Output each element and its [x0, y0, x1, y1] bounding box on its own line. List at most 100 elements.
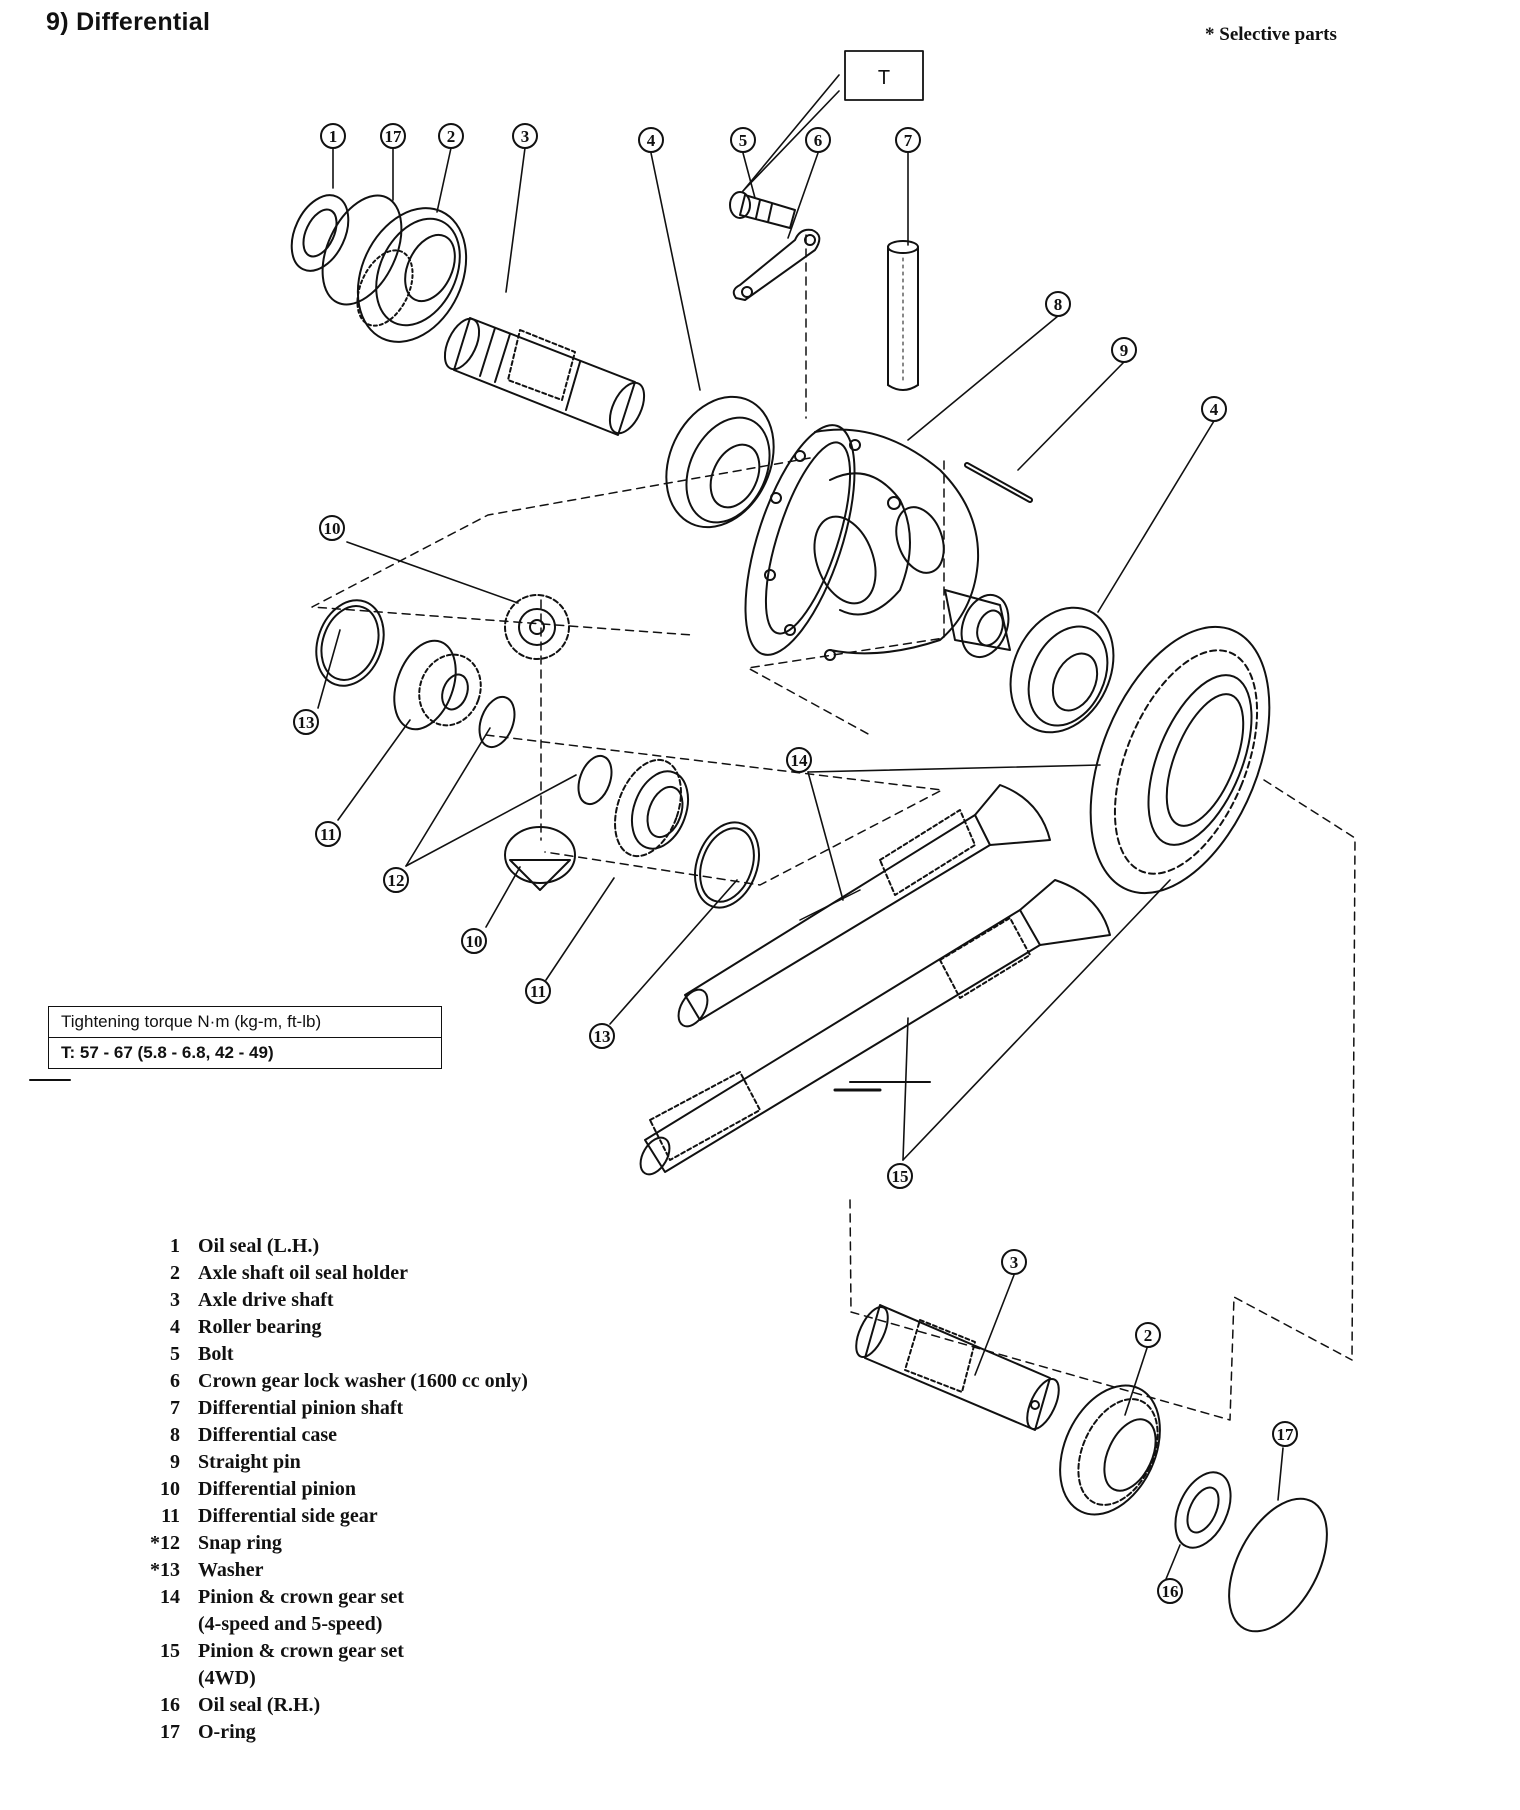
legend-item: 3 Axle drive shaft [140, 1287, 528, 1314]
legend-item: 7 Differential pinion shaft [140, 1395, 528, 1422]
bolt [729, 191, 796, 229]
callout-17-upper: 17 [380, 123, 406, 149]
legend-item-text: Differential pinion [198, 1478, 356, 1500]
legend-item-text: Axle drive shaft [198, 1289, 334, 1311]
legend-item-text: Differential pinion shaft [198, 1397, 404, 1419]
svg-text:3: 3 [521, 127, 530, 146]
svg-text:3: 3 [1010, 1253, 1019, 1272]
selective-parts-note: * Selective parts [1205, 24, 1337, 45]
legend-item-text: Crown gear lock washer (1600 cc only) [198, 1370, 528, 1392]
torque-table-header: Tightening torque N·m (kg-m, ft-lb) [61, 1012, 322, 1031]
svg-text:10: 10 [324, 519, 341, 538]
legend-item-number [140, 1665, 180, 1692]
svg-text:6: 6 [814, 131, 823, 150]
svg-text:8: 8 [1054, 295, 1063, 314]
callout-14: 14 [786, 747, 812, 773]
legend-item-number: 7 [170, 1397, 180, 1419]
legend-item-text: Differential side gear [198, 1505, 378, 1527]
callout-13-left: 13 [293, 709, 319, 735]
legend-item-number: *13 [150, 1559, 180, 1581]
straight-pin [964, 462, 1033, 503]
legend-item-number: 1 [170, 1235, 180, 1257]
svg-text:11: 11 [320, 825, 336, 844]
differential-side-gear-left [393, 639, 482, 731]
crown-gear [1089, 625, 1271, 895]
callouts: 1 17 2 3 4 5 6 7 8 9 4 10 13 14 11 12 10… [293, 123, 1298, 1604]
axle-drive-shaft-upper [443, 317, 646, 436]
differential-side-gear-right [614, 758, 690, 858]
svg-text:17: 17 [385, 127, 403, 146]
differential-pinion-lower [504, 826, 576, 891]
torque-tag: T [844, 50, 924, 101]
callout-2-lower: 2 [1135, 1322, 1161, 1348]
callout-11-left: 11 [315, 821, 341, 847]
legend-item-text: Straight pin [198, 1451, 301, 1473]
crown-gear-lock-washer [732, 228, 821, 301]
legend-item-number: 14 [160, 1586, 180, 1608]
snap-ring-left [478, 695, 516, 749]
legend-item: *13 Washer [140, 1557, 528, 1584]
svg-text:15: 15 [892, 1167, 909, 1186]
legend-item-number: 17 [160, 1721, 180, 1743]
pinion-shaft-lower [639, 879, 1111, 1176]
svg-text:5: 5 [739, 131, 748, 150]
svg-text:2: 2 [447, 127, 456, 146]
svg-text:1: 1 [329, 127, 338, 146]
legend-item: 6 Crown gear lock washer (1600 cc only) [140, 1368, 528, 1395]
legend-item-number: *12 [150, 1532, 180, 1554]
legend-item: 17 O-ring [140, 1719, 528, 1746]
callout-12: 12 [383, 867, 409, 893]
legend-item-text: Washer [198, 1559, 264, 1581]
svg-text:14: 14 [791, 751, 809, 770]
callout-2-upper: 2 [438, 123, 464, 149]
callout-6: 6 [805, 127, 831, 153]
legend-item-number: 2 [170, 1262, 180, 1284]
callout-8: 8 [1045, 291, 1071, 317]
svg-text:4: 4 [1210, 400, 1219, 419]
callout-4-left: 4 [638, 127, 664, 153]
legend-item-number: 11 [161, 1505, 180, 1527]
svg-text:16: 16 [1162, 1582, 1179, 1601]
legend-item-text: Pinion & crown gear set [198, 1586, 404, 1608]
o-ring-lower [1228, 1497, 1328, 1633]
legend-item-number: 16 [160, 1694, 180, 1716]
svg-text:13: 13 [298, 713, 315, 732]
legend-item: 2 Axle shaft oil seal holder [140, 1260, 528, 1287]
legend-item: (4WD) [140, 1665, 528, 1692]
legend-item-number [140, 1611, 180, 1638]
roller-bearing-right [1009, 606, 1115, 734]
roller-bearing-left [665, 395, 775, 529]
callout-13-right: 13 [589, 1023, 615, 1049]
legend-item-text: O-ring [198, 1721, 256, 1743]
svg-text:9: 9 [1120, 341, 1129, 360]
tightening-torque-table: Tightening torque N·m (kg-m, ft-lb) T: 5… [48, 1006, 442, 1069]
torque-table-value: T: 57 - 67 (5.8 - 6.8, 42 - 49) [49, 1037, 441, 1068]
pinion-shaft-upper [677, 784, 1051, 1028]
legend-item-text: Oil seal (R.H.) [198, 1694, 321, 1716]
legend-item-number: 6 [170, 1370, 180, 1392]
legend-item-number: 8 [170, 1424, 180, 1446]
axle-drive-shaft-lower [855, 1304, 1060, 1431]
svg-text:10: 10 [466, 932, 483, 951]
callout-3-upper: 3 [512, 123, 538, 149]
callout-10-lower: 10 [461, 928, 487, 954]
legend-item-text: Pinion & crown gear set [198, 1640, 404, 1662]
legend-item-text: Bolt [198, 1343, 234, 1365]
washer-right [694, 821, 760, 909]
svg-text:2: 2 [1144, 1326, 1153, 1345]
legend-item: (4-speed and 5-speed) [140, 1611, 528, 1638]
svg-text:13: 13 [594, 1027, 611, 1046]
legend-item-text: Axle shaft oil seal holder [198, 1262, 408, 1284]
legend-item: 14 Pinion & crown gear set [140, 1584, 528, 1611]
oil-seal-holder-lower [1059, 1384, 1161, 1516]
callout-17-lower: 17 [1272, 1421, 1298, 1447]
callout-1: 1 [320, 123, 346, 149]
legend-item-number: 3 [170, 1289, 180, 1311]
